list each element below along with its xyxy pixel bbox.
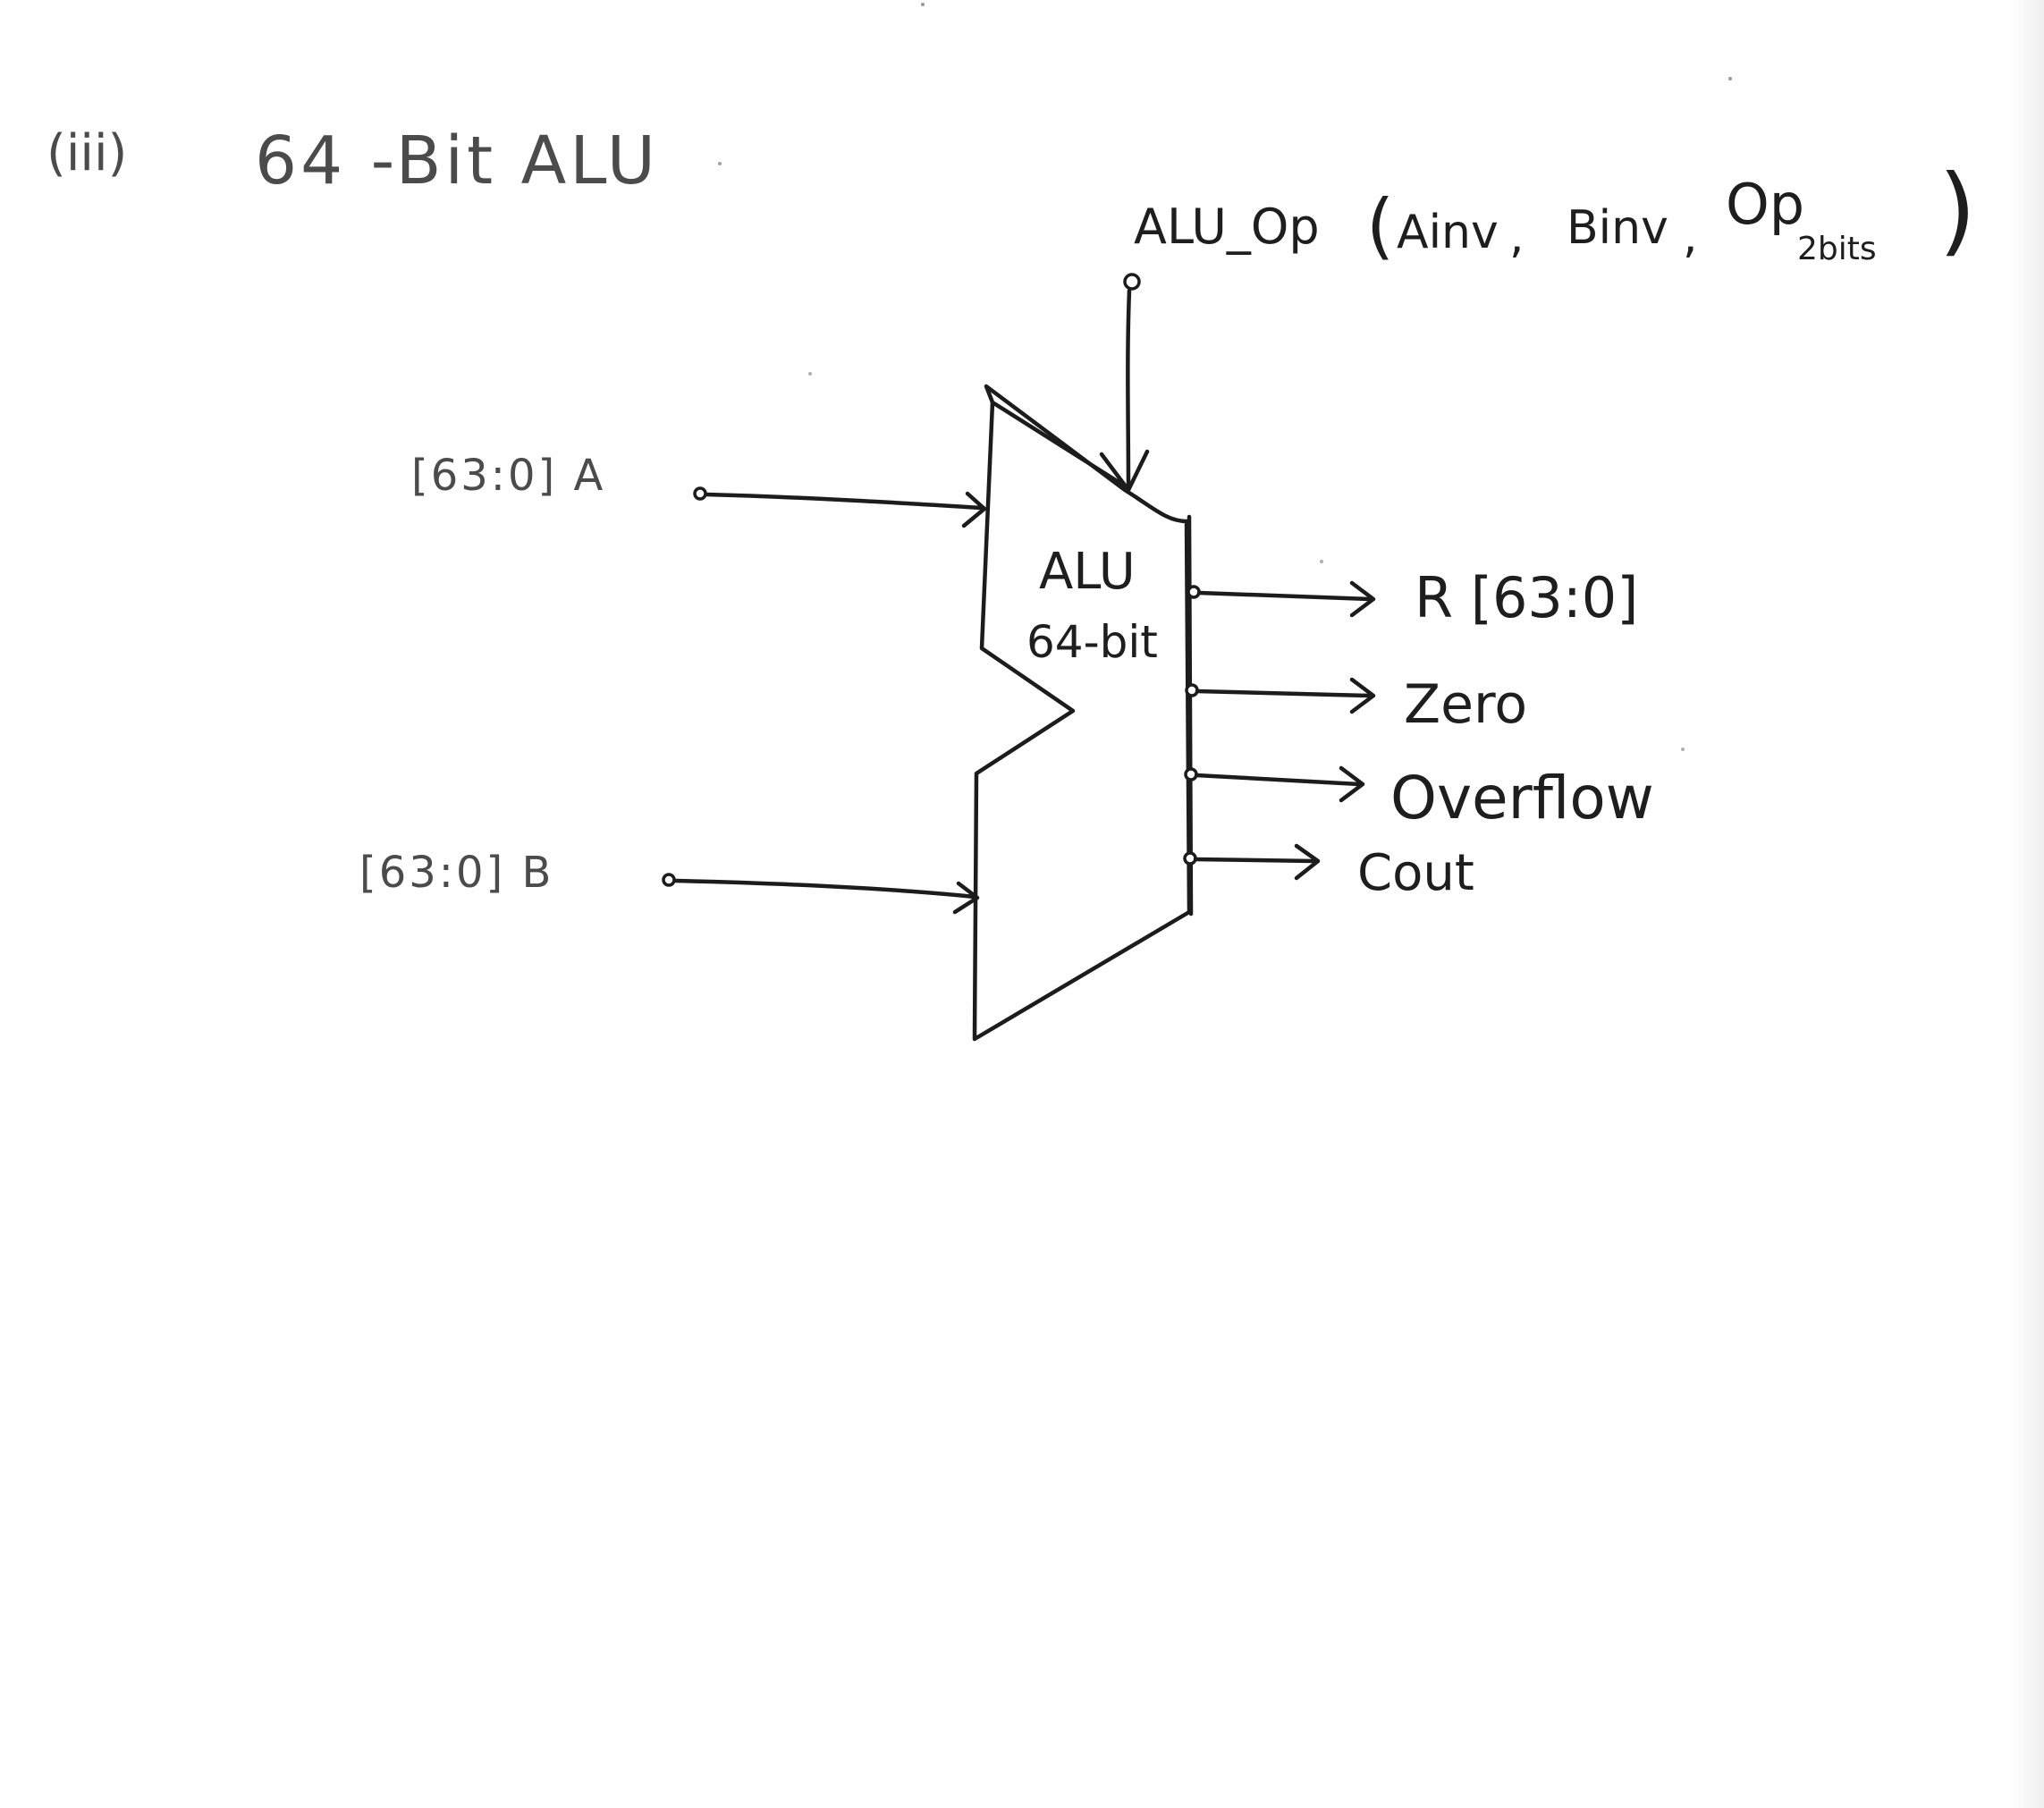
control-comma-1: ,: [1509, 210, 1525, 264]
input-b-node: [662, 873, 676, 887]
output-cout-arrowhead: [1294, 843, 1321, 881]
output-cout-wire: [1193, 857, 1317, 864]
input-b-arrowhead: [952, 881, 980, 915]
output-result-label: R [63:0]: [1415, 565, 1638, 630]
input-b-label: [63:0] B: [359, 848, 553, 898]
output-zero-wire: [1195, 689, 1373, 698]
output-overflow-arrowhead: [1339, 765, 1365, 803]
output-result-arrowhead: [1349, 580, 1376, 618]
control-arg-binv: Binv: [1567, 201, 1668, 255]
output-overflow: Overflow: [1184, 764, 1654, 832]
input-a: [63:0] A: [411, 451, 987, 528]
output-overflow-wire: [1194, 773, 1362, 787]
control-wire: [1099, 273, 1150, 493]
control-comma-2: ,: [1683, 210, 1698, 264]
control-subscript: 2bits: [1797, 231, 1877, 267]
input-a-node: [693, 486, 707, 501]
control-node: [1123, 273, 1141, 291]
input-b: [63:0] B: [359, 848, 980, 915]
input-a-wire: [704, 492, 984, 511]
output-zero-label: Zero: [1404, 673, 1527, 736]
output-cout: Cout: [1183, 843, 1474, 902]
control-arg-op: Op: [1726, 172, 1804, 237]
output-cout-label: Cout: [1357, 844, 1474, 902]
control-label: ALU_Op ( Ainv , Binv , Op 2bits ): [1134, 155, 1976, 267]
paper-edge-shadow: [2014, 0, 2044, 1808]
input-b-wire: [673, 878, 977, 900]
paper-specks: [718, 3, 1732, 751]
input-a-arrowhead: [961, 491, 987, 528]
input-a-label: [63:0] A: [411, 451, 605, 501]
heading-number: (iii): [46, 124, 127, 182]
alu-label-name: ALU: [1039, 543, 1136, 601]
control-paren-close: ): [1938, 155, 1976, 266]
output-result-wire: [1196, 590, 1373, 602]
alu-right-edge: [1187, 514, 1194, 917]
heading: (iii) 64 -Bit ALU: [46, 123, 659, 199]
output-zero-arrowhead: [1349, 677, 1376, 714]
control-line: [1126, 288, 1132, 490]
alu-top-edge: [990, 400, 1131, 491]
control-name: ALU_Op: [1134, 199, 1320, 255]
control-arg-ainv: Ainv: [1397, 206, 1499, 259]
output-zero: Zero: [1185, 673, 1527, 736]
heading-title: 64 -Bit ALU: [255, 123, 659, 199]
output-result: R [63:0]: [1187, 565, 1638, 630]
output-overflow-label: Overflow: [1390, 764, 1654, 832]
alu-outline: [972, 384, 1192, 1042]
control-paren-open: (: [1366, 184, 1394, 267]
alu-label-width: 64-bit: [1026, 616, 1158, 668]
alu-block: ALU 64-bit: [972, 384, 1194, 1042]
